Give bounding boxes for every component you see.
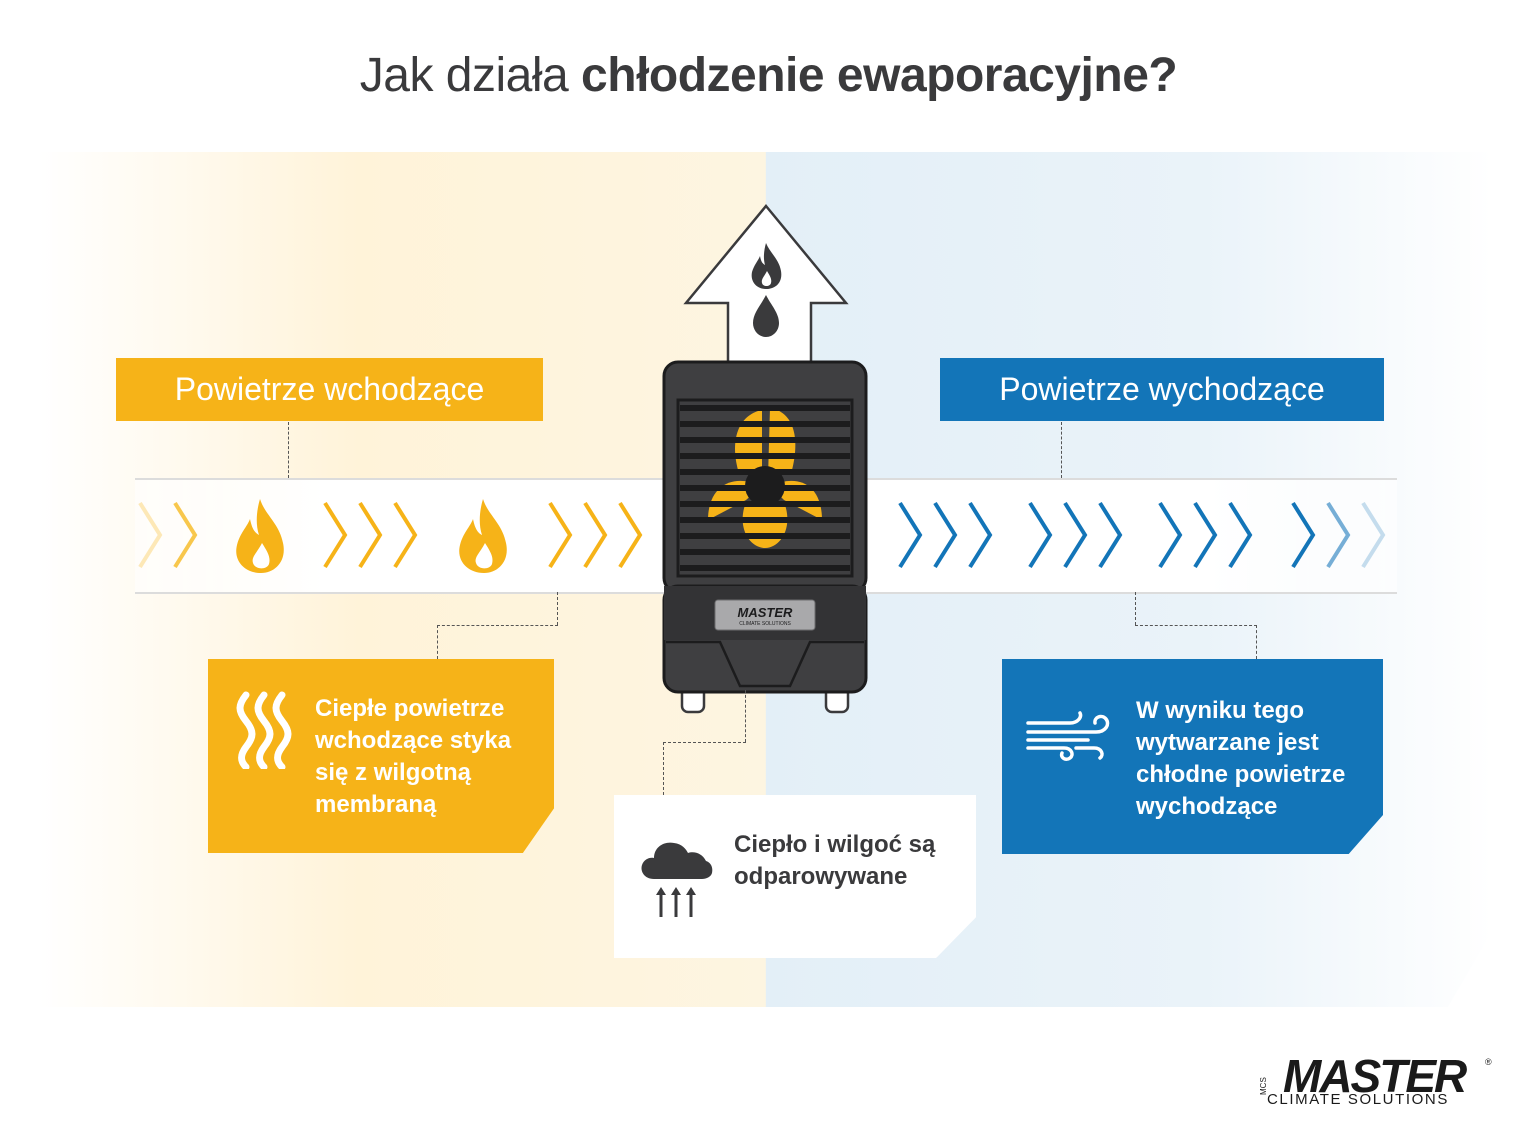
chevron-icon [1361,501,1386,569]
chevron-icon [1158,501,1183,569]
exhaust-arrow [683,204,849,365]
connector-mid-1 [745,690,746,742]
logo-word: MASTER [1283,1050,1467,1102]
chevron-icon [898,501,923,569]
chevron-icon [1326,501,1351,569]
connector-warm-1 [557,592,558,625]
heat-waves-icon [236,691,292,769]
cool-air-box: W wyniku tego wytwarzane jest chłodne po… [1002,659,1383,854]
chevron-icon [1028,501,1053,569]
evaporative-cooler-device: MASTER CLIMATE SOLUTIONS [662,360,868,714]
connector-outgoing [1061,422,1062,478]
wind-icon [1026,711,1110,761]
chevron-icon [933,501,958,569]
title-light: Jak działa [359,49,582,102]
connector-mid-3 [663,742,664,795]
connector-cool-2 [1135,625,1257,626]
chevron-icon [618,501,643,569]
flame-icon [751,243,782,289]
connector-mid-2 [663,742,746,743]
chevron-icon [323,501,348,569]
label-outgoing-air: Powietrze wychodzące [940,358,1384,421]
label-incoming-air: Powietrze wchodzące [116,358,543,421]
logo-registered: ® [1485,1057,1492,1067]
incoming-airflow [138,499,643,573]
cloud-upward-arrows-icon [641,842,713,917]
chevron-icon [1291,501,1316,569]
evaporation-box: Ciepło i wilgoć są odparowywane [614,795,976,958]
page-title: Jak działa chłodzenie ewaporacyjne? [0,48,1537,103]
logo-subtitle: CLIMATE SOLUTIONS [1267,1091,1449,1108]
flame-icon [459,499,507,573]
chevron-icon [1193,501,1218,569]
master-logo: MCS MASTER ® CLIMATE SOLUTIONS [1259,1050,1495,1110]
connector-warm-3 [437,625,438,659]
chevron-icon [968,501,993,569]
chevron-icon [1228,501,1253,569]
device-subtitle: CLIMATE SOLUTIONS [739,621,791,627]
connector-incoming [288,422,289,478]
chevron-icon [583,501,608,569]
warm-air-box: Ciepłe powietrze wchodzące styka się z w… [208,659,554,853]
cool-air-text: W wyniku tego wytwarzane jest chłodne po… [1136,697,1346,820]
warm-air-text: Ciepłe powietrze wchodzące styka się z w… [315,695,512,818]
connector-cool-3 [1256,625,1257,659]
grille [680,405,850,571]
title-bold: chłodzenie ewaporacyjne? [581,49,1178,102]
chevron-icon [138,501,163,569]
flame-icon [236,499,284,573]
connector-warm-2 [437,625,558,626]
chevron-icon [1063,501,1088,569]
outgoing-airflow [898,501,1386,569]
connector-cool-1 [1135,592,1136,625]
chevron-icon [393,501,418,569]
chevron-icon [1098,501,1123,569]
water-drop-icon [753,295,779,337]
chevron-icon [173,501,198,569]
evaporation-text: Ciepło i wilgoć są odparowywane [734,831,936,890]
device-brand: MASTER [738,605,794,620]
chevron-icon [548,501,573,569]
chevron-icon [358,501,383,569]
